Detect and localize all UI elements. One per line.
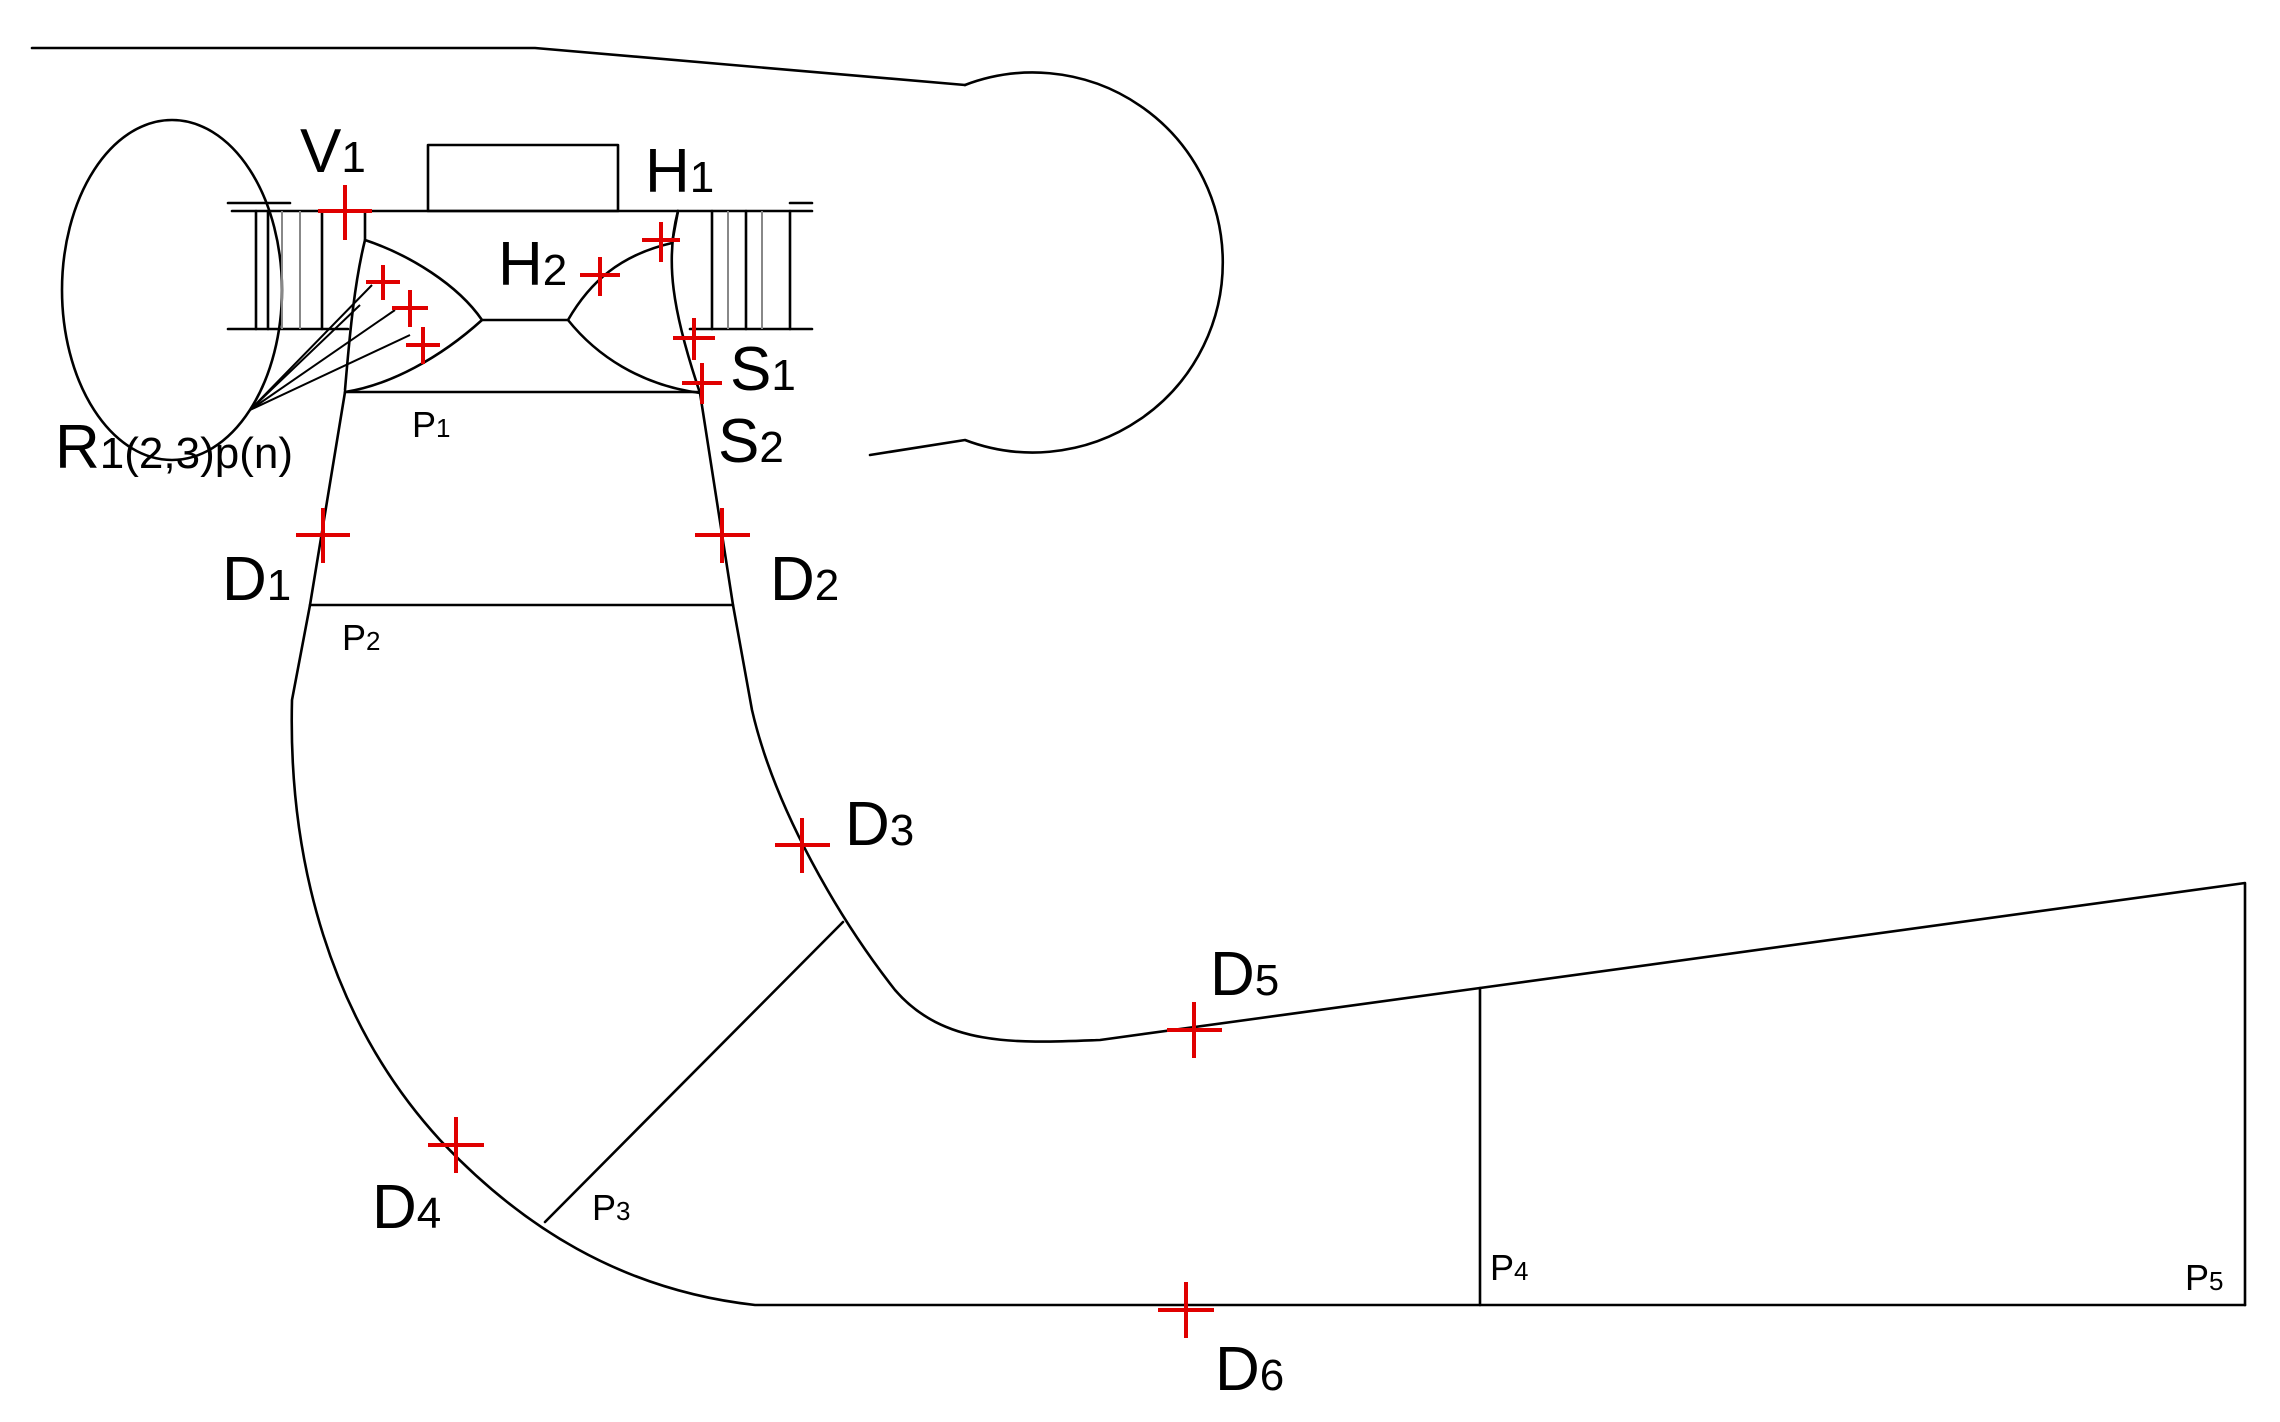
marker-r1 (366, 265, 400, 300)
structure-outline (30, 46, 1224, 462)
right-spring (710, 209, 792, 331)
label-d6: D6 (1215, 1335, 1284, 1404)
marker-v1 (318, 185, 372, 240)
marker-h1 (642, 222, 680, 262)
marker-d5 (1167, 1002, 1222, 1058)
marker-s2 (682, 363, 722, 404)
label-d2: D2 (770, 545, 839, 614)
marker-h2 (580, 257, 620, 296)
label-h1: H1 (645, 137, 714, 206)
label-s2: S2 (718, 407, 784, 476)
point-labels: V1 H1 H2 S1 S2 R1(2,3)p(n) D1 D2 D3 D4 D… (55, 117, 1284, 1404)
marker-r3 (406, 327, 440, 364)
marker-d1 (296, 508, 350, 563)
left-spring (254, 209, 324, 331)
label-d1: D1 (222, 545, 291, 614)
r-leader-lines (249, 284, 411, 411)
label-d4: D4 (372, 1173, 441, 1242)
label-p1: P1 (412, 404, 450, 445)
label-p4: P4 (1490, 1247, 1528, 1288)
label-p2: P2 (342, 617, 380, 658)
label-s1: S1 (730, 335, 796, 404)
marker-s1 (673, 318, 715, 360)
label-p5: P5 (2185, 1257, 2223, 1298)
marker-d4 (428, 1117, 484, 1173)
label-d5: D5 (1210, 940, 1279, 1009)
section-labels: P1 P2 P3 P4 P5 (342, 404, 2223, 1298)
flow-channel (290, 390, 2247, 1307)
measurement-markers (296, 185, 1222, 1338)
marker-d2 (695, 508, 750, 563)
label-d3: D3 (845, 790, 914, 859)
marker-d6 (1158, 1282, 1214, 1338)
marker-d3 (775, 818, 830, 873)
label-r: R1(2,3)p(n) (55, 413, 293, 482)
marker-r2 (392, 290, 428, 327)
label-v1: V1 (300, 117, 366, 186)
label-p3: P3 (592, 1187, 630, 1228)
label-h2: H2 (498, 230, 567, 299)
